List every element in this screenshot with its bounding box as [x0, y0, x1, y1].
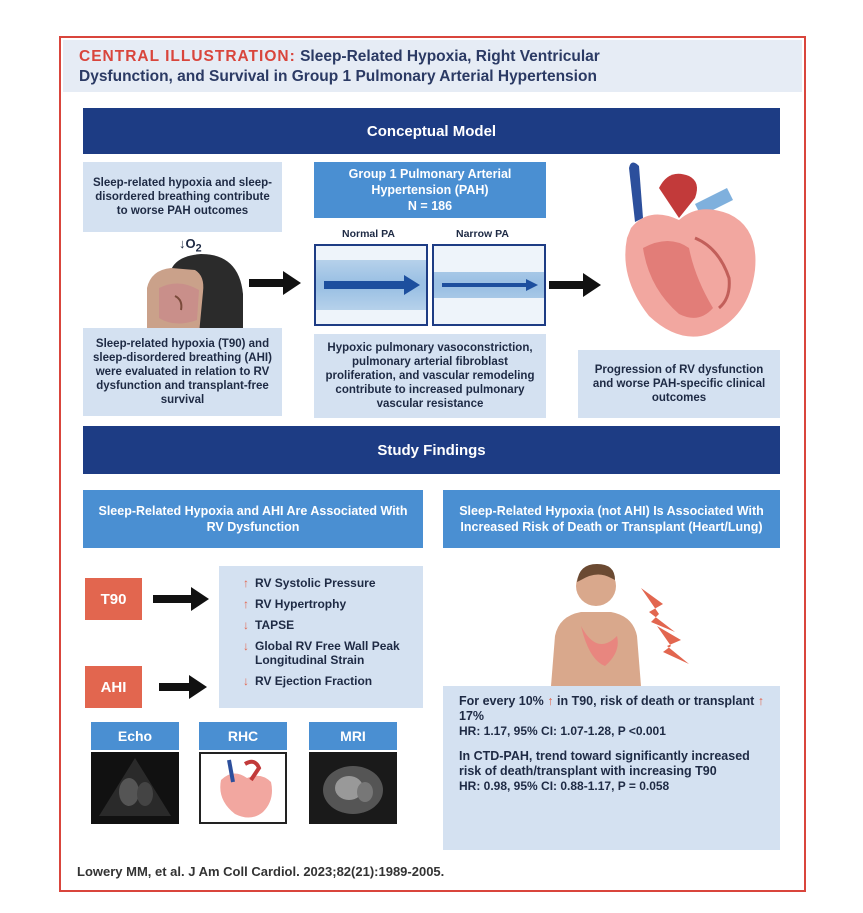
up-arrow-icon: ↑ — [243, 597, 249, 611]
finding-item: ↓ TAPSE — [243, 618, 413, 632]
finding-item: ↓ Global RV Free Wall Peak Longitudinal S… — [243, 639, 413, 667]
mri-image — [309, 752, 397, 824]
finding-item: ↓ RV Ejection Fraction — [243, 674, 413, 688]
normal-pa-vessel — [314, 244, 428, 326]
arrow-right-icon-2 — [549, 273, 601, 297]
normal-pa-label: Normal PA — [342, 228, 395, 240]
finding-item: ↑ RV Hypertrophy — [243, 597, 413, 611]
progression-text: Progression of RV dysfunction and worse … — [578, 350, 780, 418]
modality-label-rhc: RHC — [199, 722, 287, 750]
cohort-box: Group 1 Pulmonary Arterial Hypertension … — [314, 162, 546, 218]
arrow-right-icon — [249, 271, 301, 295]
down-arrow-icon: ↓ — [243, 674, 249, 688]
down-arrow-icon: ↓ — [243, 639, 249, 653]
contribute-text: Sleep-related hypoxia and sleep-disorder… — [83, 162, 282, 232]
finding-text: RV Systolic Pressure — [255, 576, 376, 590]
finding-item: ↑ RV Systolic Pressure — [243, 576, 413, 590]
evaluated-text: Sleep-related hypoxia (T90) and sleep-di… — [83, 328, 282, 416]
down-arrow-icon: ↓ — [243, 618, 249, 632]
central-illustration: CENTRAL ILLUSTRATION: Sleep-Related Hypo… — [59, 36, 806, 892]
risk-box: For every 10% ↑ in T90, risk of death or… — [443, 686, 780, 850]
ctd-pah-statement: In CTD-PAH, trend toward significantly i… — [459, 749, 750, 778]
mechanism-text: Hypoxic pulmonary vasoconstriction, pulm… — [314, 334, 546, 418]
ahi-tag: AHI — [85, 666, 142, 708]
finding-text: TAPSE — [255, 618, 295, 632]
modality-label-mri: MRI — [309, 722, 397, 750]
heart-icon — [625, 162, 756, 337]
narrow-pa-label: Narrow PA — [456, 228, 509, 240]
risk-statement: For every 10% ↑ in T90, risk of death or… — [459, 694, 764, 723]
study-findings-heading: Study Findings — [83, 426, 780, 474]
rv-findings-list: ↑ RV Systolic Pressure ↑ RV Hypertrophy ↓ TAP… — [219, 566, 423, 708]
narrow-pa-vessel — [432, 244, 546, 326]
up-arrow-icon: ↑ — [547, 694, 554, 708]
modality-label-echo: Echo — [91, 722, 179, 750]
t90-tag: T90 — [85, 578, 142, 620]
illustration-label: CENTRAL ILLUSTRATION: — [79, 48, 296, 65]
echo-image — [91, 752, 179, 824]
rhc-heart-icon — [199, 752, 287, 824]
up-arrow-icon: ↑ — [243, 576, 249, 590]
left-findings-header: Sleep-Related Hypoxia and AHI Are Associ… — [83, 490, 423, 548]
title-bar: CENTRAL ILLUSTRATION: Sleep-Related Hypo… — [63, 40, 802, 92]
patient-chest-pain-icon — [551, 564, 689, 686]
title-line-1: Sleep-Related Hypoxia, Right Ventricular — [300, 48, 600, 65]
ahi-arrow-icon — [159, 675, 207, 699]
up-arrow-icon-2: ↑ — [757, 694, 764, 708]
citation: Lowery MM, et al. J Am Coll Cardiol. 202… — [77, 864, 445, 879]
finding-text: Global RV Free Wall Peak Longitudinal St… — [255, 639, 400, 667]
title-line-2: Dysfunction, and Survival in Group 1 Pul… — [79, 68, 597, 85]
flow-arrow-icon — [316, 246, 426, 324]
narrow-flow-arrow-icon — [434, 246, 544, 324]
finding-text: RV Hypertrophy — [255, 597, 347, 611]
conceptual-model-heading: Conceptual Model — [83, 108, 780, 154]
right-findings-header: Sleep-Related Hypoxia (not AHI) Is Assoc… — [443, 490, 780, 548]
hazard-ratio-2: HR: 0.98, 95% CI: 0.88-1.17, P = 0.058 — [459, 779, 670, 793]
o2-label: ↓O2 — [179, 236, 202, 255]
t90-arrow-icon — [153, 587, 209, 611]
sleeping-person-icon — [147, 254, 243, 334]
hazard-ratio-1: HR: 1.17, 95% CI: 1.07-1.28, P <0.001 — [459, 724, 666, 738]
finding-text: RV Ejection Fraction — [255, 674, 373, 688]
down-arrow-icon: ↓ — [179, 236, 186, 251]
